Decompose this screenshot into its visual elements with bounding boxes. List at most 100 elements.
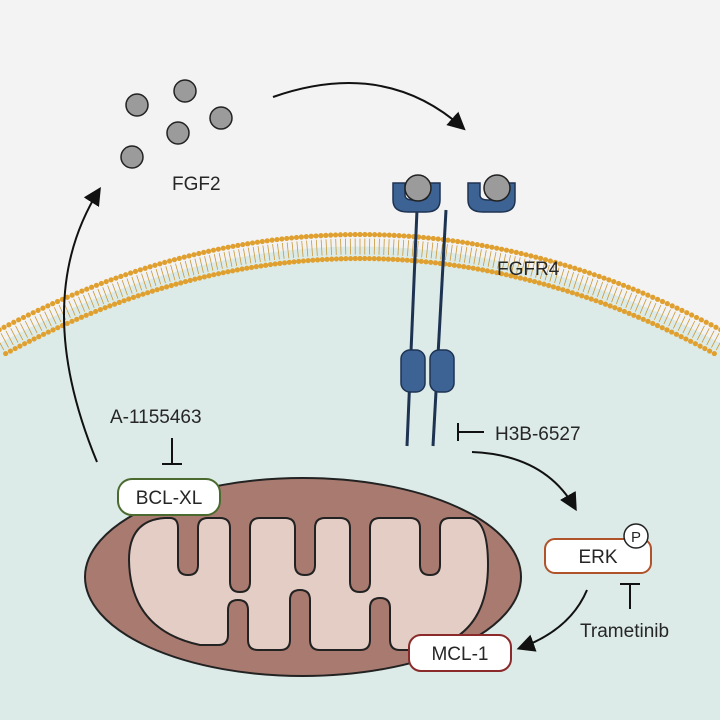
lipid-head — [277, 260, 283, 266]
lipid-head — [391, 232, 397, 238]
lipid-head — [286, 259, 292, 265]
lipid-head — [522, 276, 528, 282]
lipid-head — [693, 314, 700, 321]
lipid-head — [215, 246, 221, 252]
lipid-head — [69, 292, 75, 298]
lipid-tail — [272, 244, 276, 261]
lipid-head — [645, 318, 651, 324]
lipid-head — [390, 256, 396, 262]
lipid-head — [12, 345, 18, 352]
lipid-head — [474, 241, 480, 248]
lipid-tail — [175, 263, 181, 280]
lipid-tail — [554, 267, 560, 284]
lipid-head — [293, 234, 300, 241]
lipid-tail — [223, 252, 228, 268]
lipid-head — [279, 236, 285, 242]
lipid-tail — [463, 246, 468, 263]
lipid-tail — [78, 296, 86, 312]
lipid-head — [157, 261, 163, 267]
lipid-tail — [204, 256, 209, 272]
lipid-head — [713, 324, 719, 330]
lipid-tail — [615, 288, 623, 305]
lipid-head — [220, 270, 226, 276]
mcl1-label: MCL-1 — [431, 644, 488, 665]
lipid-head — [371, 256, 377, 262]
lipid-head — [162, 259, 168, 266]
lipid-tail — [335, 238, 337, 255]
lipid-head — [328, 232, 334, 238]
lipid-head — [430, 235, 436, 242]
lipid-head — [432, 260, 439, 266]
lipid-head — [118, 273, 124, 279]
lipid-head — [527, 277, 533, 283]
lipid-tail — [520, 258, 526, 275]
secretion-arrow — [63, 186, 101, 463]
lipid-tail — [492, 252, 497, 268]
lipid-tail — [383, 238, 385, 255]
lipid-head — [445, 237, 451, 243]
lipid-head — [352, 255, 358, 262]
lipid-tail — [107, 285, 114, 301]
lipid-head — [650, 320, 656, 327]
lipid-head — [45, 303, 51, 309]
lipid-head — [635, 288, 641, 294]
lipid-head — [17, 343, 23, 349]
lipid-head — [708, 322, 714, 328]
lipid-head — [688, 338, 694, 344]
lipid-tail — [611, 287, 618, 303]
lipid-head — [678, 334, 684, 340]
lipid-head — [420, 234, 427, 241]
lipid-head — [206, 273, 212, 279]
fgf2-ligands — [120, 79, 233, 169]
lipid-tail — [141, 273, 147, 289]
lipid-tail — [267, 244, 271, 261]
h3b6527-label: H3B-6527 — [495, 424, 581, 445]
lipid-head — [577, 267, 583, 273]
lipid-tail — [449, 244, 453, 261]
lipid-head — [145, 290, 151, 296]
lipid-head — [284, 235, 290, 242]
lipid-head — [617, 306, 623, 313]
lipid-head — [305, 257, 311, 264]
lipid-head — [612, 305, 618, 311]
lipid-head — [201, 249, 207, 255]
lipid-head — [607, 303, 613, 309]
lipid-head — [274, 236, 280, 243]
lipid-tail — [92, 290, 100, 306]
lipid-head — [357, 231, 363, 238]
lipid-head — [484, 243, 490, 249]
lipid-head — [550, 284, 557, 290]
lipid-head — [616, 280, 622, 287]
lipid-head — [182, 278, 189, 285]
lipid-tail — [487, 251, 492, 267]
lipid-head — [562, 262, 568, 268]
lipid-tail — [257, 246, 261, 263]
lipid-head — [263, 262, 269, 268]
lipid-head — [385, 256, 391, 262]
lipid-head — [711, 350, 717, 357]
lipid-tail — [392, 239, 395, 256]
lipid-tail — [10, 328, 19, 343]
lipid-head — [508, 273, 514, 279]
lipid-tail — [558, 268, 565, 285]
lipid-head — [74, 316, 80, 322]
lipid-head — [669, 303, 675, 309]
lipid-head — [423, 259, 429, 265]
lipid-head — [289, 235, 295, 241]
lipid-head — [50, 301, 56, 307]
lipid-tail — [658, 307, 667, 323]
lipid-head — [395, 256, 401, 263]
lipid-head — [113, 275, 119, 281]
lipid-head — [264, 238, 270, 244]
lipid-tail — [53, 307, 62, 323]
lipid-tail — [262, 245, 266, 262]
lipid-head — [178, 280, 184, 286]
lipid-head — [386, 232, 392, 238]
lipid-head — [201, 274, 207, 280]
lipid-head — [362, 231, 368, 238]
lipid-tail — [473, 248, 477, 265]
lipid-head — [55, 325, 61, 331]
lipid-head — [579, 293, 585, 299]
lipid-head — [557, 261, 563, 267]
